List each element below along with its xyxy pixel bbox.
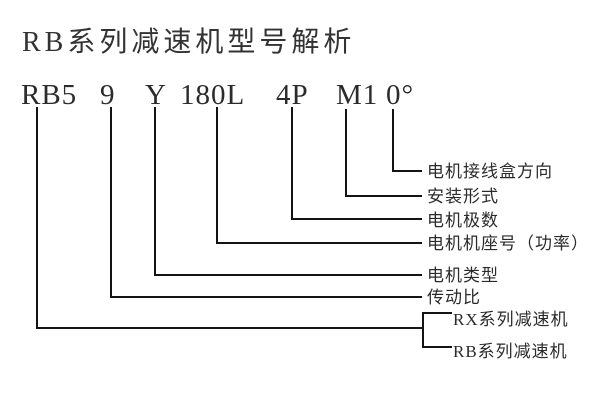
connector-junction-box-line — [392, 109, 422, 172]
label-mount-form: 安装形式 — [427, 187, 499, 206]
label-rb-series-reducer: RB系列减速机 — [453, 342, 568, 361]
code-segment-poles: 4P — [276, 79, 309, 111]
code-segment-series: RB5 — [21, 79, 78, 111]
label-transmission-ratio: 传动比 — [427, 288, 481, 307]
connector-series-bracket — [422, 312, 452, 348]
code-segment-ratio: 9 — [100, 79, 116, 111]
label-rx-series-reducer: RX系列减速机 — [453, 310, 569, 329]
label-motor-type: 电机类型 — [427, 266, 499, 285]
connector-frame-line — [216, 107, 422, 244]
connector-mount-line — [345, 109, 422, 197]
connector-ratio-line — [110, 107, 422, 298]
connector-poles-line — [291, 107, 422, 220]
connector-motor-type-line — [154, 107, 422, 276]
code-segment-angle: 0° — [386, 79, 415, 111]
code-segment-frame: 180L — [180, 79, 246, 111]
code-segment-mount: M1 — [336, 79, 379, 111]
connector-series-line — [36, 107, 424, 329]
label-junction-box-direction: 电机接线盒方向 — [427, 162, 553, 181]
label-motor-frame-power: 电机机座号（功率） — [427, 234, 589, 253]
label-motor-poles: 电机极数 — [427, 211, 499, 230]
page-title: RB系列减速机型号解析 — [22, 27, 356, 58]
code-segment-motor-type: Y — [145, 79, 167, 111]
